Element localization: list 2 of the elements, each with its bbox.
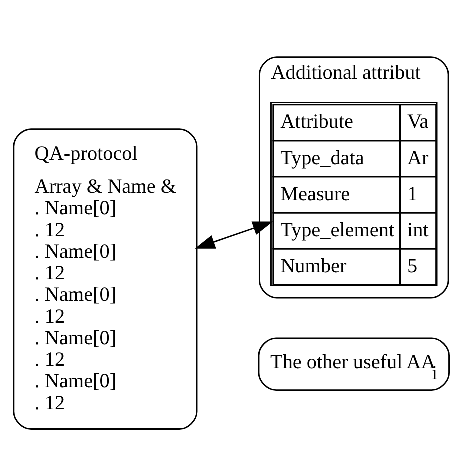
node-box: QA-protocol Array & Name & . Name[0] . 12 . Name[0] . 12 . Name[0] . 12 . Name[0] . 12 . Name[0] . 12	[13, 128, 198, 430]
arrow	[194, 221, 274, 248]
